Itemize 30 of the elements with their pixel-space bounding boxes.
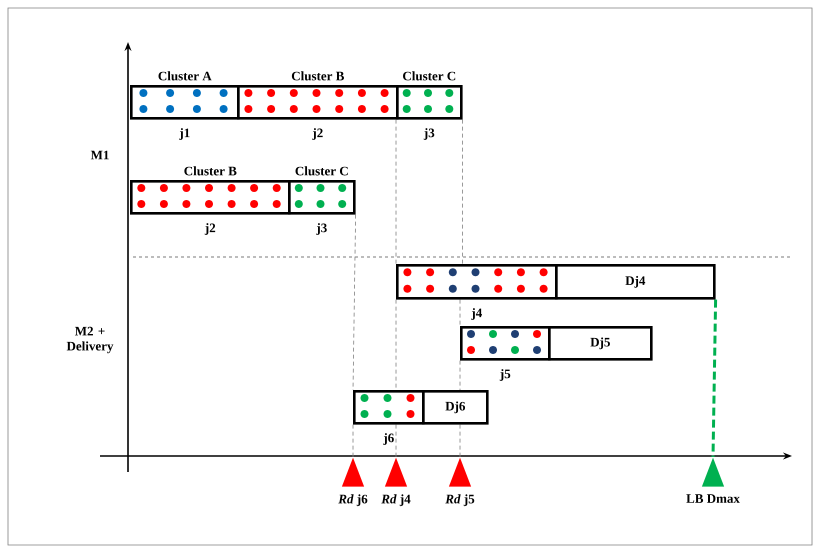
job-segment-box: Cluster B j2 — [237, 71, 399, 140]
node-label: j2 — [204, 223, 216, 235]
node-label: j4 — [471, 308, 482, 320]
job-segment-box: j6 — [353, 390, 425, 445]
node-label: Cluster A — [158, 71, 212, 80]
guide-line — [352, 424, 354, 458]
node-label: j2 — [312, 128, 323, 140]
job-segment-box: Cluster C j3 — [396, 71, 463, 140]
row-label: M2 + Delivery — [66, 326, 114, 354]
delivery-box: Dj6 — [422, 390, 489, 425]
node-label: j1 — [179, 128, 190, 140]
node-label: j3 — [316, 223, 327, 235]
guide-line — [462, 119, 463, 264]
job-segment-box: Cluster B j2 — [130, 166, 291, 235]
node-label: j5 — [500, 369, 510, 381]
node-label: Cluster B — [292, 71, 344, 80]
node-label: j3 — [424, 128, 434, 140]
guide-line — [712, 300, 718, 458]
row-label: M1 — [90, 150, 109, 160]
delivery-box: Dj5 — [548, 326, 653, 361]
job-segment-box: j5 — [460, 326, 551, 381]
node-label: Cluster C — [296, 166, 348, 176]
node-label: Cluster B — [184, 166, 236, 176]
node-label: Cluster C — [403, 71, 456, 80]
job-segment-box: Cluster A j1 — [130, 71, 240, 140]
delivery-box: Dj4 — [555, 264, 716, 300]
job-segment-box: j4 — [396, 264, 558, 320]
job-segment-box: Cluster C j3 — [288, 166, 356, 235]
node-label: j6 — [383, 433, 394, 445]
guide-line — [352, 214, 356, 390]
